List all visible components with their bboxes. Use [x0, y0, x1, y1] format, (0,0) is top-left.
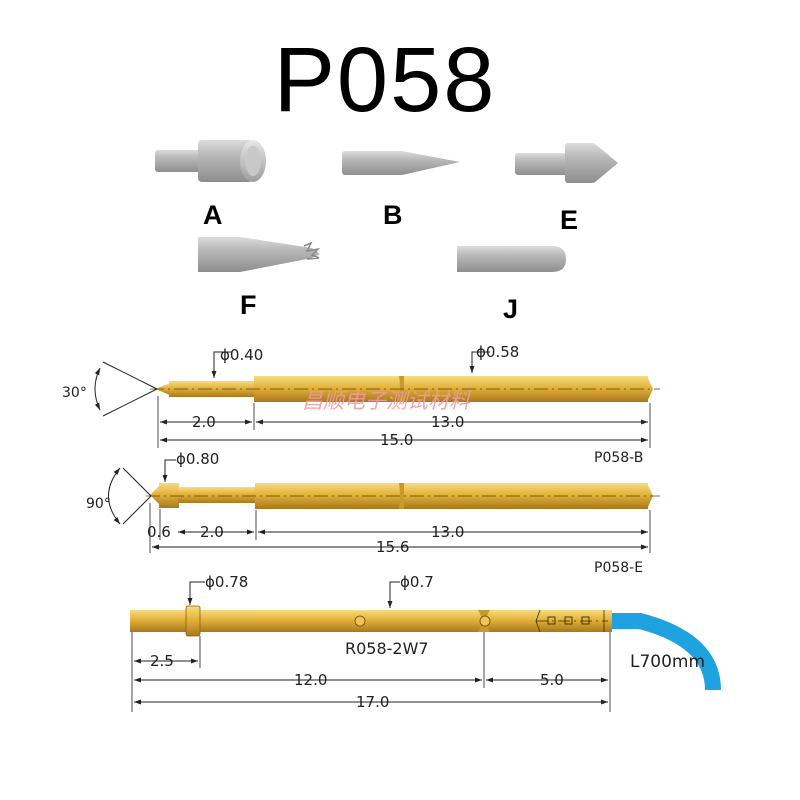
- dim-tail-r: 5.0: [540, 671, 564, 689]
- tip-diameter-b: ϕ0.40: [220, 346, 263, 364]
- wire: [605, 613, 721, 691]
- probe-p058-b-drawing: 30° ϕ0.40 ϕ0.58 2.0 13.0 15.0 P058-B: [62, 343, 660, 466]
- model-label-b: P058-B: [594, 450, 643, 466]
- dim-total-b: 15.0: [380, 431, 413, 449]
- dim-short-e: 2.0: [200, 523, 224, 541]
- body-diameter-r: ϕ0.7: [400, 573, 434, 591]
- dim-short-b: 2.0: [192, 413, 216, 431]
- tip-f-illustration: [198, 237, 321, 272]
- tip-j-illustration: [457, 246, 566, 272]
- angle-label-b: 30°: [62, 385, 87, 401]
- dim-ring-r: 2.5: [150, 652, 174, 670]
- wire-length-label: L700mm: [630, 652, 705, 672]
- tip-label-j: J: [503, 294, 519, 324]
- tip-e-illustration: [515, 143, 618, 183]
- dim-head-e: 0.6: [147, 523, 171, 541]
- probe-p058-e-drawing: 90° ϕ0.80 0.6 2.0 13.0 15.6 P058-E: [86, 450, 660, 576]
- tip-a-illustration: [155, 140, 266, 182]
- dim-total-r: 17.0: [356, 693, 389, 711]
- watermark-text: 昌顺电子测试材料: [302, 389, 471, 413]
- dim-total-e: 15.6: [376, 538, 409, 556]
- tip-label-f: F: [240, 290, 257, 320]
- tip-diameter-e: ϕ0.80: [176, 450, 219, 468]
- ring-diameter: ϕ0.78: [205, 573, 248, 591]
- tip-label-b: B: [383, 200, 403, 230]
- body-diameter-b: ϕ0.58: [476, 343, 519, 361]
- dim-main-r: 12.0: [294, 671, 327, 689]
- tip-label-e: E: [560, 205, 579, 235]
- model-label-e: P058-E: [594, 560, 643, 576]
- tip-b-illustration: [342, 151, 460, 175]
- tip-label-a: A: [203, 200, 223, 230]
- page-title: P058: [273, 29, 497, 131]
- receptacle-r058-2w7-drawing: ϕ0.78 ϕ0.7 R058-2W7 2.5 12.0 5.0 17.0 L7…: [130, 573, 721, 712]
- model-label-r: R058-2W7: [345, 639, 429, 658]
- dim-body-e: 13.0: [431, 523, 464, 541]
- dim-body-b: 13.0: [431, 413, 464, 431]
- angle-label-e: 90°: [86, 496, 111, 512]
